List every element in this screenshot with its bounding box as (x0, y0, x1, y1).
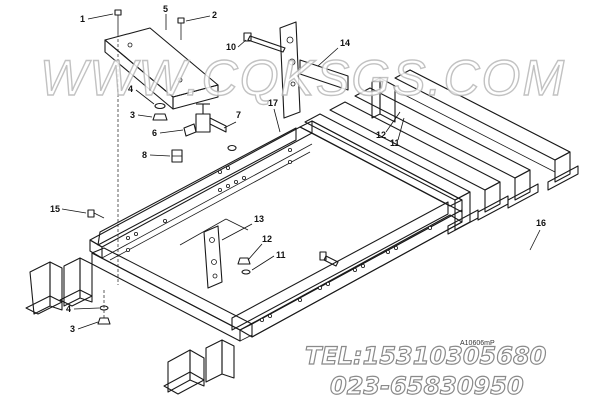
callout-label: 15 (50, 204, 60, 214)
figure-code: A10606mP (460, 340, 495, 347)
callout-label: 13 (254, 214, 264, 224)
contact-tel: TEL:15310305680 (305, 342, 546, 370)
callout-labels: 1 5 2 10 14 4 3 17 6 7 12 11 8 15 13 12 … (50, 4, 546, 334)
upper-bracket (103, 9, 219, 320)
callout-label: 17 (268, 98, 278, 108)
small-hardware (87, 102, 339, 325)
watermark-text: WWW.CQKSGS.COM (40, 50, 566, 106)
callout-label: 12 (376, 130, 386, 140)
callout-label: 1 (80, 14, 85, 24)
callout-label: 3 (70, 324, 75, 334)
callout-label: 8 (142, 150, 147, 160)
upper-right-parts (243, 21, 349, 119)
callout-label: 7 (236, 110, 241, 120)
cross-members (304, 69, 579, 235)
callout-label: 4 (66, 304, 71, 314)
callout-label: 11 (390, 138, 400, 148)
callout-label: 14 (340, 38, 350, 48)
callout-label: 2 (212, 10, 217, 20)
callout-label: 10 (226, 42, 236, 52)
callout-label: 5 (163, 4, 168, 14)
callout-label: 11 (276, 250, 286, 260)
callout-label: 3 (130, 110, 135, 120)
lower-bracket (203, 225, 251, 289)
contact-phone: 023-65830950 (330, 372, 524, 400)
callout-label: 6 (152, 128, 157, 138)
mounting-feet (25, 257, 235, 395)
base-frame (89, 120, 463, 342)
callout-label: 4 (128, 84, 133, 94)
callout-label: 16 (536, 218, 546, 228)
callout-label: 12 (262, 234, 272, 244)
